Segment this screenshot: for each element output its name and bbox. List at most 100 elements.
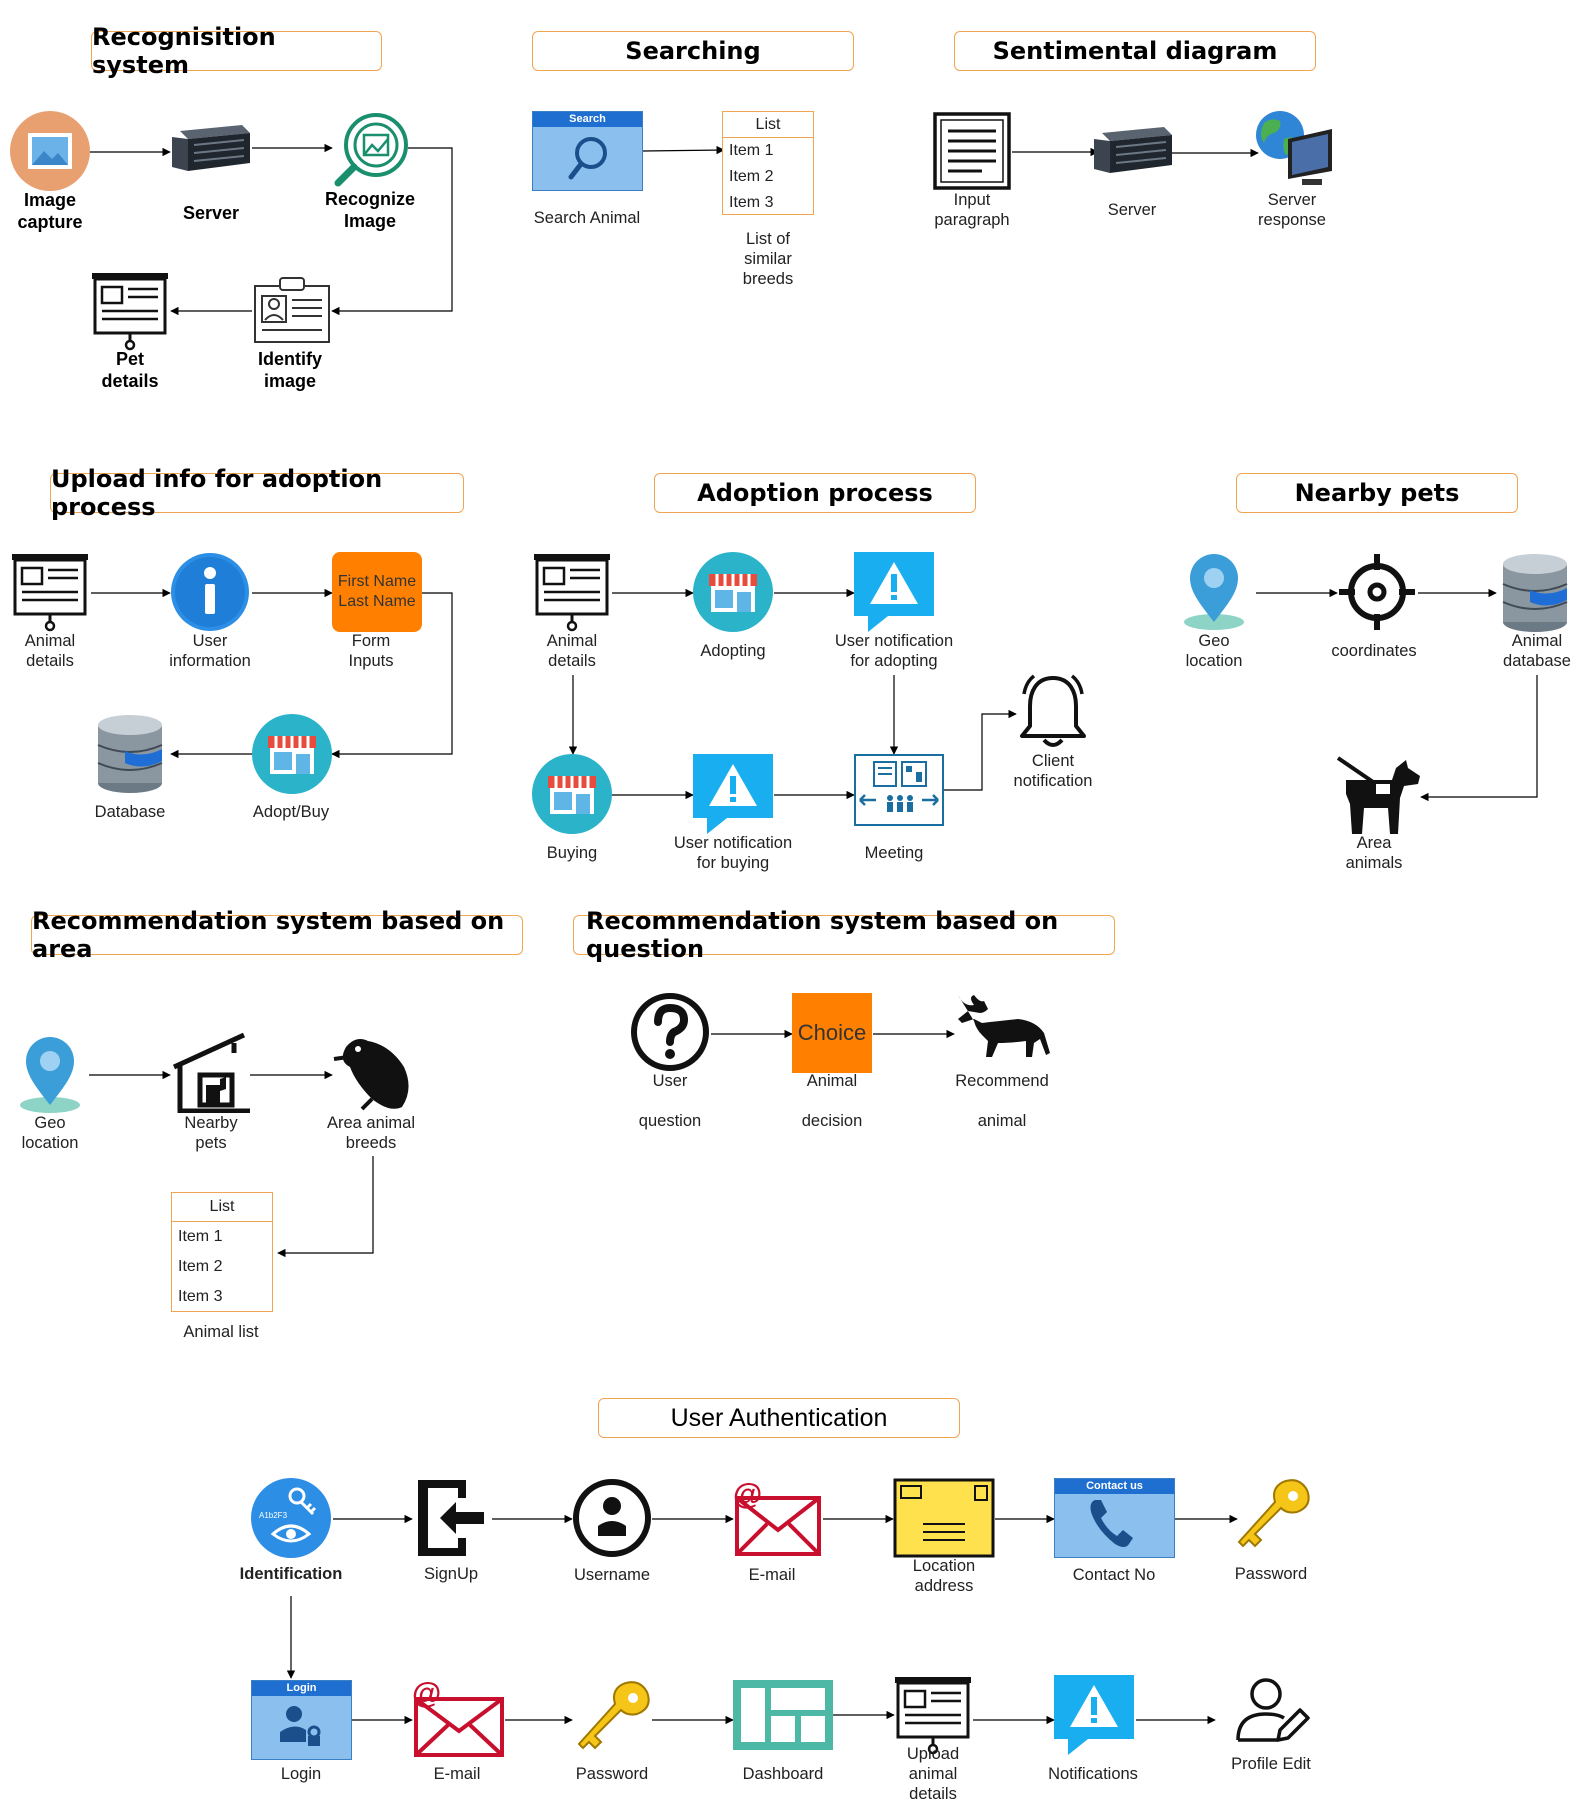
- header-upload: Upload info for adoption process: [50, 465, 464, 521]
- arrow: [277, 1156, 374, 1258]
- label-database: Database: [94, 803, 166, 821]
- contact-tab-label: Contact us: [1055, 1479, 1174, 1494]
- header-auth: User Authentication: [598, 1398, 960, 1438]
- store-icon: [252, 714, 332, 794]
- label-email: E-mail: [748, 1566, 796, 1584]
- label-animal-database: Animal database: [1503, 632, 1571, 670]
- label-coordinates: coordinates: [1331, 642, 1417, 660]
- label-meeting: Meeting: [864, 844, 924, 862]
- label-animal-details: Animal details: [546, 632, 598, 670]
- svg-text:@: @: [412, 1677, 441, 1710]
- identification-icon[interactable]: A1b2F3: [251, 1478, 331, 1558]
- identify-image-icon: [254, 277, 330, 343]
- list-item: Item 3: [729, 194, 774, 211]
- user-lock-icon: [280, 1706, 321, 1746]
- arrow: [331, 147, 453, 316]
- username-icon[interactable]: [572, 1478, 652, 1558]
- dashboard-icon[interactable]: [733, 1680, 833, 1750]
- label-contact-no: Contact No: [1072, 1566, 1156, 1584]
- signup-icon[interactable]: [412, 1478, 492, 1558]
- header-searching: Searching: [532, 31, 854, 71]
- label-image-capture: Image capture: [17, 190, 83, 232]
- list-item: Item 1: [178, 1228, 223, 1245]
- label-animal-details: Animal details: [24, 632, 76, 670]
- label-adopting: Adopting: [700, 642, 766, 660]
- question-icon: [631, 993, 709, 1071]
- search-panel[interactable]: Search: [532, 111, 643, 191]
- label-server: Server: [1107, 201, 1157, 219]
- contact-panel[interactable]: Contact us: [1054, 1478, 1175, 1558]
- alert-notification-icon[interactable]: [1054, 1675, 1134, 1755]
- animal-details-icon: [534, 554, 610, 632]
- profile-edit-icon[interactable]: [1234, 1674, 1310, 1744]
- header-rec-area: Recommendation system based on area: [31, 907, 523, 963]
- store-icon: [532, 754, 612, 834]
- label-location-address: Location address: [912, 1557, 976, 1595]
- moose-icon: [958, 995, 1050, 1057]
- label-form-inputs: Form Inputs: [348, 632, 394, 670]
- server-icon: [172, 125, 250, 171]
- header-adoption: Adoption process: [654, 473, 976, 513]
- email-icon[interactable]: @: [733, 1478, 823, 1558]
- header-rec-question: Recommendation system based on question: [573, 907, 1115, 963]
- recognize-image-icon: [334, 113, 408, 187]
- list-item: Item 2: [178, 1258, 223, 1275]
- label-login: Login: [280, 1765, 322, 1783]
- pet-house-icon: [172, 1033, 250, 1113]
- label-area-animals: Area animals: [1345, 834, 1403, 872]
- label-recommend-animal: Recommend animal: [955, 1072, 1049, 1130]
- upload-details-icon[interactable]: [893, 1675, 973, 1755]
- label-email: E-mail: [433, 1765, 481, 1783]
- alert-notification-icon: [693, 754, 773, 834]
- envelope-icon[interactable]: [893, 1478, 995, 1558]
- label-username: Username: [573, 1566, 651, 1584]
- label-server-response: Server response: [1258, 191, 1326, 229]
- animal-list: List Item 1 Item 2 Item 3: [171, 1192, 273, 1312]
- label-recognize-image: Recognize Image: [324, 189, 416, 231]
- label-input-paragraph: Input paragraph: [934, 191, 1010, 229]
- list-item: Item 3: [178, 1288, 223, 1305]
- list-item: Item 1: [729, 142, 774, 159]
- globe-monitor-icon: [1256, 111, 1332, 185]
- label-dashboard: Dashboard: [742, 1765, 824, 1783]
- list-title: List: [172, 1193, 272, 1222]
- label-adopt-buy: Adopt/Buy: [252, 803, 330, 821]
- label-identify-image: Identify image: [257, 349, 323, 391]
- label-user-information: User information: [169, 632, 251, 670]
- arrow: [642, 145, 725, 155]
- similar-breeds-list: List Item 1 Item 2 Item 3: [722, 111, 814, 215]
- label-profile-edit: Profile Edit: [1231, 1755, 1311, 1773]
- store-icon: [693, 552, 773, 632]
- arrow: [1420, 675, 1538, 802]
- target-icon: [1339, 554, 1415, 630]
- alert-notification-icon: [854, 552, 934, 632]
- label-geo-location: Geo location: [21, 1114, 79, 1152]
- header-recognition: Recognisition system: [91, 23, 382, 79]
- choice-box[interactable]: Choice: [792, 993, 872, 1073]
- list-title: List: [723, 112, 813, 138]
- bell-icon: [1020, 674, 1086, 747]
- label-notif-adopting: User notification for adopting: [834, 632, 954, 670]
- meeting-icon: [854, 754, 944, 826]
- label-server: Server: [182, 203, 240, 223]
- info-icon: [171, 553, 249, 631]
- label-animal-list: Animal list: [183, 1323, 259, 1341]
- list-item: Item 2: [729, 168, 774, 185]
- key-icon[interactable]: [1237, 1478, 1311, 1550]
- arrow: [944, 709, 1017, 791]
- label-password: Password: [575, 1765, 649, 1783]
- label-search-animal: Search Animal: [533, 209, 641, 227]
- pet-details-icon: [92, 273, 168, 351]
- email-icon[interactable]: @: [412, 1675, 506, 1759]
- magnifier-icon: [568, 137, 607, 180]
- label-identification: Identification: [239, 1565, 343, 1583]
- form-fields-box[interactable]: First Name Last Name: [332, 552, 422, 632]
- phone-icon: [1090, 1500, 1133, 1547]
- key-icon[interactable]: [577, 1680, 651, 1752]
- login-panel[interactable]: Login: [251, 1680, 352, 1760]
- header-sentimental: Sentimental diagram: [954, 31, 1316, 71]
- label-animal-decision: Animal decision: [801, 1072, 863, 1130]
- animal-details-icon: [12, 554, 88, 632]
- location-pin-icon: [1184, 554, 1244, 630]
